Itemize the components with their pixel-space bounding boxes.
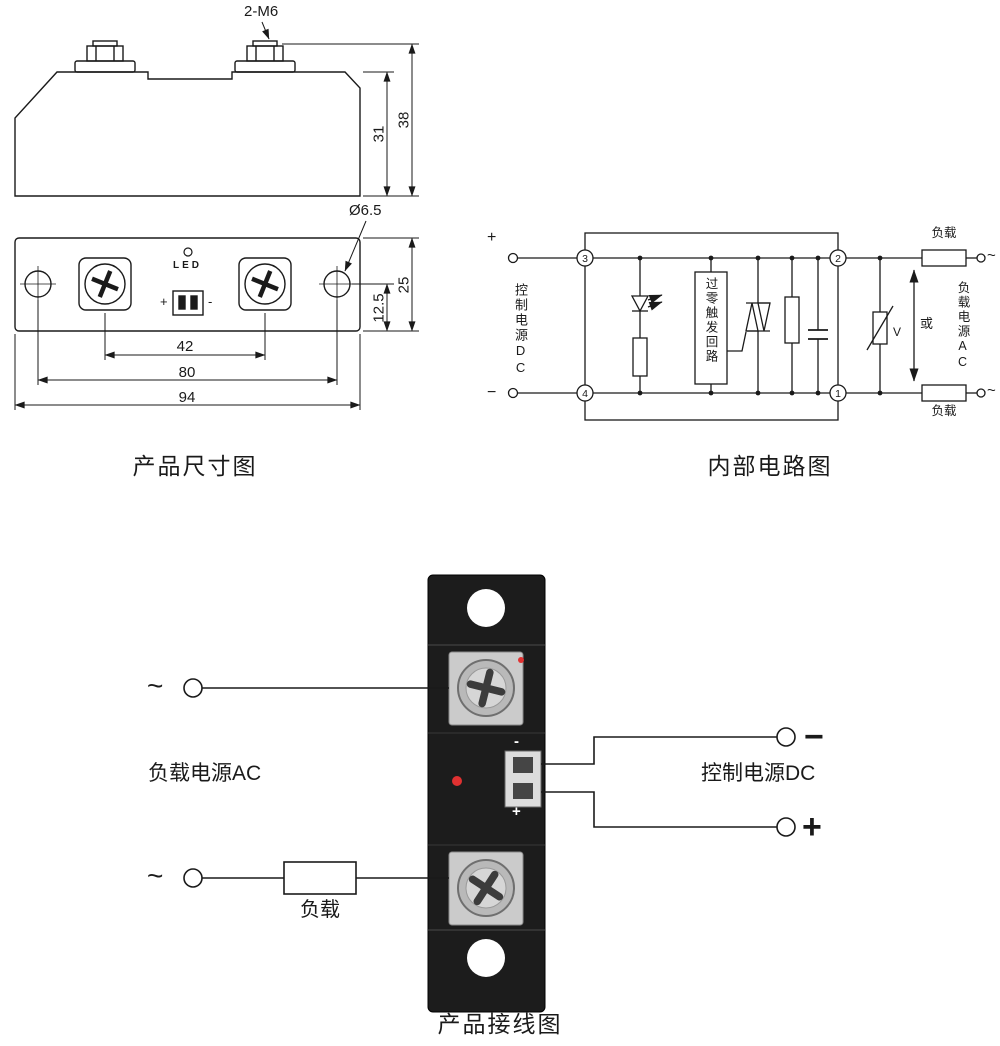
dc-terminal-minus — [776, 727, 796, 747]
load-label-bottom: 负载 — [931, 404, 957, 418]
dim-94-label: 94 — [178, 389, 196, 406]
dim-80-label: 80 — [178, 364, 196, 381]
control-connector-outline — [172, 290, 204, 316]
wiring-load-source-label: 负载电源AC — [148, 762, 262, 785]
wiring-minus-symbol: − — [804, 718, 824, 756]
module-mount-hole-bottom — [467, 939, 505, 977]
dim-38-label: 38 — [395, 111, 413, 129]
control-connector — [504, 750, 542, 808]
mounting-hole-right — [319, 266, 355, 302]
bolt-left — [74, 40, 136, 73]
top-view-dimensions — [14, 220, 419, 410]
ac-tilde-bottom: ~ — [987, 382, 996, 399]
terminal-1-number: 1 — [835, 388, 841, 400]
hole-diameter-label: Ø6.5 — [349, 202, 382, 219]
mounting-hole-left — [20, 266, 56, 302]
snubber-capacitor — [808, 258, 828, 393]
ac-terminal-bottom — [976, 388, 986, 398]
dim-12-5-label: 12.5 — [370, 293, 388, 323]
opto-led-branch — [630, 258, 663, 393]
side-view-outline — [14, 40, 361, 197]
numbered-terminals: 3 4 2 1 — [576, 249, 847, 402]
connector-plus-label: + — [160, 294, 168, 309]
varistor-symbol — [866, 258, 894, 393]
snubber-resistor — [784, 258, 800, 393]
wiring-load-label: 负载 — [300, 899, 340, 921]
input-terminal-plus — [507, 252, 519, 264]
terminal-screw-left — [78, 257, 132, 311]
bolt-right — [234, 40, 296, 73]
power-terminal-top — [448, 651, 524, 726]
ac-terminal-top — [976, 253, 986, 263]
input-terminal-minus — [507, 387, 519, 399]
wiring-diagram-title: 产品接线图 — [437, 1011, 563, 1037]
power-terminal-bottom — [448, 851, 524, 926]
load-resistor-top — [921, 249, 967, 267]
dim-25-label: 25 — [395, 276, 413, 294]
polarity-mark — [518, 657, 524, 663]
trigger-box-label: 过零触发回路 — [703, 277, 718, 364]
ac-tilde-top: ~ — [987, 247, 996, 264]
wiring-control-source-label: 控制电源DC — [701, 762, 816, 785]
connector-minus-mark: - — [514, 733, 519, 750]
circuit-input-plus: + — [487, 229, 497, 246]
load-label-top: 负载 — [931, 226, 957, 240]
load-resistor-bottom — [921, 384, 967, 402]
internal-circuit: 3 4 2 1 — [507, 232, 986, 421]
wiring-lines — [183, 678, 796, 895]
terminal-3-number: 3 — [582, 253, 588, 265]
ac-source-terminal-bottom — [183, 868, 203, 888]
load-box — [283, 861, 357, 895]
dimension-drawing-title: 产品尺寸图 — [132, 453, 258, 479]
terminal-screw-right — [238, 257, 292, 311]
top-view-outline — [14, 237, 361, 332]
bolt-spec-label: 2-M6 — [244, 3, 279, 20]
or-label: 或 — [920, 316, 934, 331]
side-view-dimensions — [261, 21, 419, 197]
load-source-label: 负载电源AC — [955, 281, 970, 371]
terminal-4-number: 4 — [582, 388, 588, 400]
led-label: LED — [173, 260, 202, 271]
led-indicator-outline — [183, 247, 193, 257]
wiring-plus-symbol: + — [802, 808, 822, 846]
connector-minus-label: - — [208, 294, 213, 309]
circuit-diagram-title: 内部电路图 — [707, 453, 833, 479]
ac-source-terminal-top — [183, 678, 203, 698]
terminal-2-number: 2 — [835, 253, 841, 265]
varistor-label: V — [893, 325, 902, 339]
wiring-tilde-bottom: ~ — [147, 860, 164, 891]
dc-terminal-plus — [776, 817, 796, 837]
dim-31-label: 31 — [370, 125, 388, 143]
connector-plus-mark: + — [512, 803, 521, 820]
ssr-module — [427, 574, 546, 1013]
control-source-label: 控制电源DC — [513, 283, 529, 377]
dim-42-label: 42 — [176, 338, 194, 355]
module-mount-hole-top — [467, 589, 505, 627]
junction-dots — [637, 255, 883, 396]
led-indicator — [452, 776, 462, 786]
triac-symbol — [727, 258, 771, 393]
wiring-tilde-top: ~ — [147, 670, 164, 701]
circuit-input-minus: − — [487, 384, 497, 401]
